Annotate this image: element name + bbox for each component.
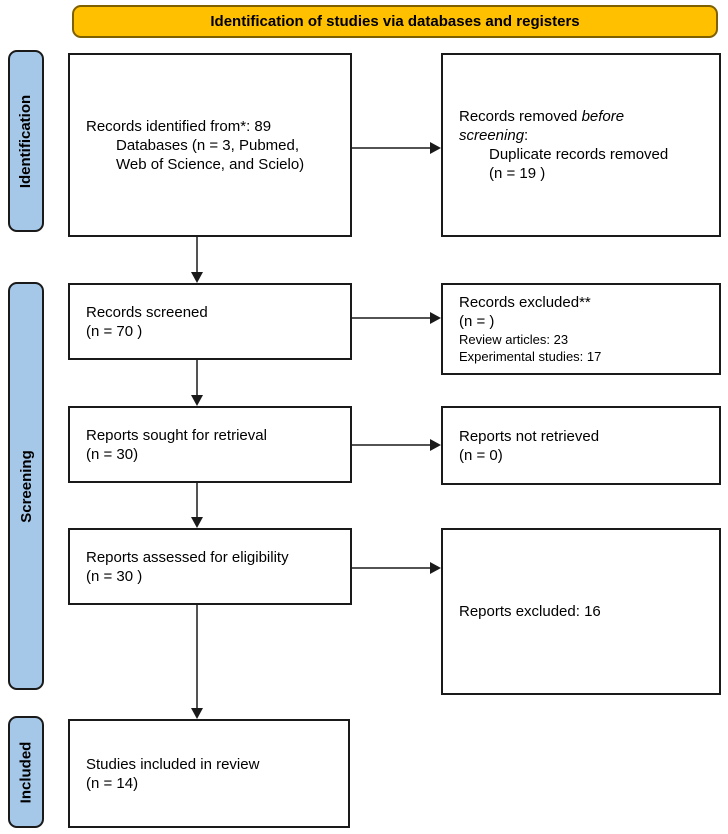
sidebar-phase-identification: Identification [8, 50, 44, 232]
studies-included-line2: (n = 14) [86, 774, 139, 792]
box-records-removed-before-screening: Records removed before screening: Duplic… [441, 53, 721, 237]
arrowhead-down-icon [191, 272, 203, 283]
records-identified-line1: Records identified from*: 89 [86, 117, 272, 135]
records-removed-line2: screening: [459, 126, 711, 145]
records-removed-line2-italic: screening [459, 127, 525, 144]
arrow-assessed-to-reports-excluded [352, 562, 441, 574]
arrow-assessed-to-included [191, 605, 203, 719]
records-removed-line3: Duplicate records removed [489, 146, 669, 163]
sidebar-phase-included: Included [8, 716, 44, 828]
records-screened-line2: (n = 70 ) [86, 322, 143, 340]
arrow-sought-to-assessed [191, 483, 203, 528]
box-records-identified: Records identified from*: 89 Databases (… [68, 53, 352, 237]
records-identified-line3: Web of Science, and Scielo) [116, 155, 305, 173]
records-removed-line4: (n = 19 ) [489, 165, 546, 182]
sidebar-phase-identification-label: Identification [17, 94, 35, 188]
arrowhead-right-icon [430, 562, 441, 574]
arrowhead-down-icon [191, 517, 203, 528]
banner-title: Identification of studies via databases … [210, 13, 580, 30]
arrow-identified-to-screened [191, 237, 203, 283]
box-studies-included-in-review: Studies included in review (n = 14) [68, 719, 350, 828]
arrow-sought-to-not-retrieved [352, 439, 441, 451]
reports-assessed-line2: (n = 30 ) [86, 567, 143, 585]
box-reports-assessed-for-eligibility: Reports assessed for eligibility (n = 30… [68, 528, 352, 605]
box-records-screened: Records screened (n = 70 ) [68, 283, 352, 360]
arrowhead-right-icon [430, 439, 441, 451]
sidebar-phase-included-label: Included [17, 741, 35, 803]
reports-sought-line1: Reports sought for retrieval [86, 426, 267, 444]
records-removed-line1: Records removed before [459, 107, 711, 126]
arrow-screened-to-excluded [352, 312, 441, 324]
records-removed-line1-italic: before [581, 108, 625, 125]
arrow-identified-to-removed [352, 142, 441, 154]
arrowhead-right-icon [430, 142, 441, 154]
records-identified-line2: Databases (n = 3, Pubmed, [116, 136, 300, 154]
reports-sought-line2: (n = 30) [86, 445, 139, 463]
records-excluded-line1: Records excluded** [459, 294, 591, 311]
reports-not-retrieved-line2: (n = 0) [459, 446, 503, 464]
records-removed-line1-text: Records removed [459, 108, 582, 125]
box-records-excluded: Records excluded** (n = ) Review article… [441, 283, 721, 375]
reports-excluded-line1: Reports excluded: 16 [459, 603, 601, 620]
records-excluded-line4: Experimental studies: 17 [459, 349, 602, 364]
box-reports-sought-for-retrieval: Reports sought for retrieval (n = 30) [68, 406, 352, 483]
banner-identification-of-studies: Identification of studies via databases … [72, 5, 718, 38]
arrowhead-down-icon [191, 708, 203, 719]
box-reports-not-retrieved: Reports not retrieved (n = 0) [441, 406, 721, 485]
records-excluded-line2: (n = ) [459, 313, 495, 330]
sidebar-phase-screening: Screening [8, 282, 44, 690]
records-removed-line2-text: : [524, 127, 529, 144]
sidebar-phase-screening-label: Screening [17, 449, 35, 523]
arrow-screened-to-sought [191, 360, 203, 406]
studies-included-line1: Studies included in review [86, 755, 260, 773]
box-reports-excluded: Reports excluded: 16 [441, 528, 721, 695]
records-screened-line1: Records screened [86, 303, 208, 321]
arrowhead-down-icon [191, 395, 203, 406]
reports-assessed-line1: Reports assessed for eligibility [86, 548, 289, 566]
arrowhead-right-icon [430, 312, 441, 324]
reports-not-retrieved-line1: Reports not retrieved [459, 427, 600, 445]
records-excluded-line3: Review articles: 23 [459, 332, 569, 347]
